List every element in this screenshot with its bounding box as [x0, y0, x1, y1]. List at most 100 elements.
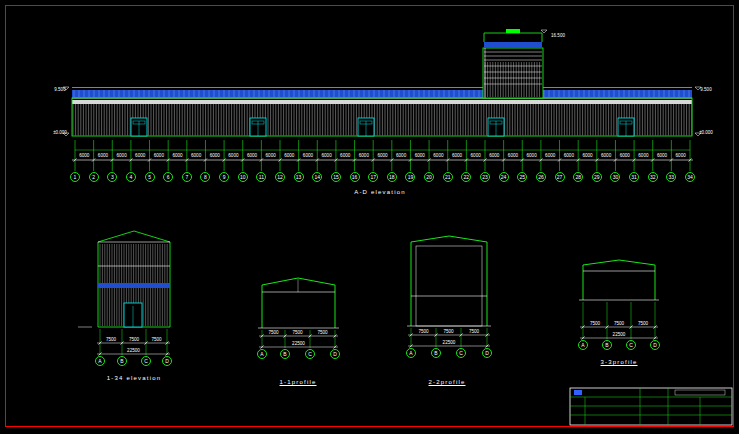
axis-bubble: 16	[350, 172, 360, 182]
line	[219, 90, 220, 97]
line	[431, 104, 432, 136]
line	[411, 328, 412, 347]
line	[213, 104, 214, 136]
line	[384, 90, 385, 97]
line	[346, 104, 347, 136]
axis-number: 22	[464, 175, 470, 180]
line	[127, 104, 128, 136]
line	[275, 104, 276, 136]
line	[507, 104, 508, 136]
line	[239, 90, 240, 97]
axis-bubble: 26	[536, 172, 546, 182]
line	[324, 90, 325, 97]
axis-bubble: D	[482, 348, 492, 358]
line	[580, 338, 658, 339]
rect	[618, 118, 634, 136]
line	[314, 90, 315, 97]
line	[634, 140, 635, 171]
line	[99, 104, 100, 136]
line	[309, 104, 310, 136]
dimension-text: 6000	[266, 153, 276, 158]
section-profile	[579, 260, 659, 300]
axis-bubble: 2	[89, 172, 99, 182]
dimension-text: 6000	[154, 153, 164, 158]
rect	[131, 118, 147, 136]
dimension-text: 7500	[469, 329, 479, 334]
dimension-text: ±0.000	[53, 131, 67, 136]
line	[408, 346, 490, 347]
line	[262, 330, 263, 348]
line	[75, 140, 76, 171]
line	[391, 140, 392, 171]
axis-number: 25	[519, 175, 525, 180]
dimension-text: 22500	[127, 348, 140, 353]
line	[582, 104, 583, 136]
line	[587, 104, 588, 136]
line	[364, 90, 365, 97]
line	[403, 104, 404, 136]
line	[644, 90, 645, 97]
line	[179, 90, 180, 97]
axis-bubble: A	[578, 340, 588, 350]
line	[109, 104, 110, 136]
frame	[262, 278, 335, 328]
line	[549, 90, 550, 97]
line	[254, 90, 255, 97]
axis-bubble: 8	[200, 172, 210, 182]
line	[387, 104, 388, 136]
line	[484, 159, 487, 162]
rect	[360, 121, 372, 124]
line	[385, 104, 386, 136]
line	[570, 406, 732, 407]
line	[204, 159, 207, 162]
axis-number: 23	[482, 175, 488, 180]
line	[534, 62, 535, 97]
axis-number: C	[144, 359, 148, 364]
line	[319, 90, 320, 97]
line	[609, 90, 610, 97]
axis-bubble: 6	[163, 172, 173, 182]
axis-number: 31	[631, 175, 637, 180]
line	[485, 48, 486, 98]
line	[114, 90, 115, 97]
line	[274, 90, 275, 97]
line	[639, 104, 640, 136]
line	[512, 104, 513, 136]
line	[177, 104, 178, 136]
line	[679, 90, 680, 97]
line	[99, 90, 100, 97]
line	[655, 104, 656, 136]
line	[484, 84, 542, 85]
dimension-text: 6000	[471, 153, 481, 158]
line	[686, 104, 687, 136]
line	[541, 104, 542, 136]
line	[524, 62, 525, 97]
axis-number: D	[333, 352, 337, 357]
axis-bubble: 13	[294, 172, 304, 182]
line	[526, 62, 527, 97]
drawing-title: 1-1profile	[279, 379, 316, 385]
line	[484, 33, 485, 42]
outline	[98, 231, 170, 327]
line	[119, 90, 120, 97]
line	[317, 140, 318, 171]
axis-bubble: 32	[648, 172, 658, 182]
line	[500, 62, 501, 97]
line	[204, 90, 205, 97]
line	[117, 104, 118, 136]
axis-number: 2	[92, 175, 95, 180]
line	[390, 104, 391, 136]
dimension-text: 6000	[582, 153, 592, 158]
line	[659, 90, 660, 97]
line	[410, 140, 411, 171]
line	[689, 90, 690, 97]
line	[72, 87, 483, 88]
axis-number: 3	[111, 175, 114, 180]
line	[89, 90, 90, 97]
rect	[98, 283, 170, 288]
axis-number: A	[409, 351, 412, 356]
line	[320, 104, 321, 136]
dimension-text: 7500	[418, 329, 428, 334]
rect	[620, 121, 632, 124]
line	[169, 90, 170, 97]
